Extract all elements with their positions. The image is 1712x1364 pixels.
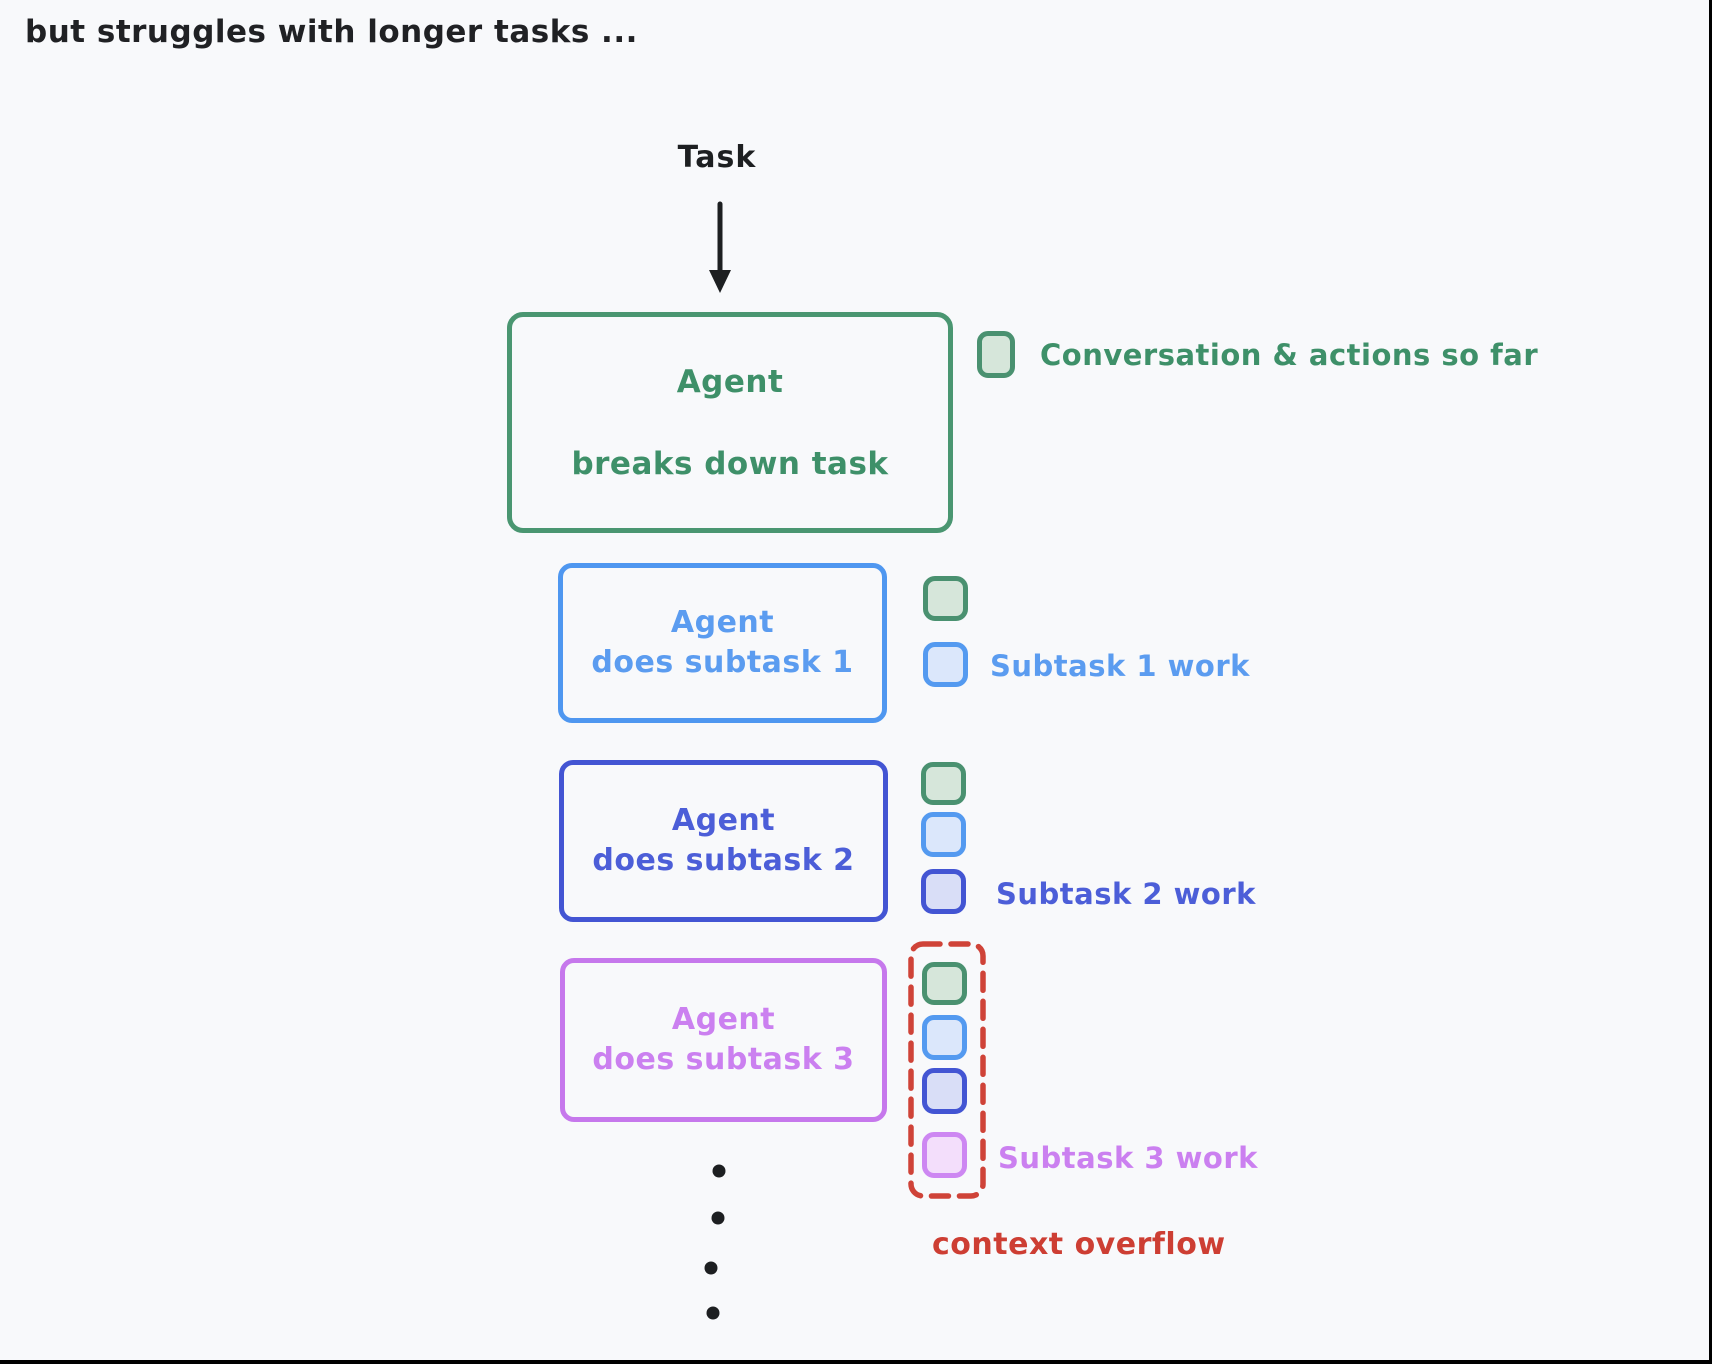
context-overflow-label: context overflow [932, 1227, 1226, 1262]
agent-subtask-2-box: Agent does subtask 2 [559, 760, 888, 922]
screen-edge-bottom [0, 1360, 1712, 1364]
subtask3-box-line2: does subtask 3 [592, 1042, 855, 1077]
subtask2-context-block-indigo-icon [921, 869, 966, 914]
subtask3-context-block-green-icon [922, 962, 967, 1005]
subtask1-box-line2: does subtask 1 [591, 645, 854, 680]
subtask1-context-block-green-icon [923, 576, 968, 621]
subtask2-box-line2: does subtask 2 [592, 843, 855, 878]
subtask2-context-block-green-icon [921, 762, 966, 805]
ellipsis-dot [704, 1261, 718, 1275]
subtask3-context-block-blue-icon [922, 1015, 967, 1060]
ellipsis-dot [711, 1211, 725, 1225]
context-overflow-dashed-frame [908, 941, 986, 1199]
screen-edge-right [1709, 0, 1712, 1364]
subtask3-work-label: Subtask 3 work [998, 1141, 1258, 1175]
agent-subtask-1-box: Agent does subtask 1 [558, 563, 887, 723]
subtask1-box-line1: Agent [670, 605, 775, 640]
down-arrow-icon [709, 201, 731, 293]
subtask3-box-line1: Agent [671, 1002, 776, 1037]
subtask1-work-label: Subtask 1 work [990, 649, 1250, 683]
agent-box-line1: Agent [676, 363, 784, 400]
ellipsis-dot [712, 1164, 726, 1178]
subtask2-context-block-blue-icon [921, 812, 966, 857]
subtask2-work-label: Subtask 2 work [996, 877, 1256, 911]
subtask1-context-block-blue-icon [923, 642, 968, 687]
legend-label: Conversation & actions so far [1040, 338, 1539, 372]
agent-box-line2: breaks down task [571, 445, 889, 482]
subtask3-context-block-indigo-icon [922, 1068, 967, 1114]
agent-breaks-down-task-box: Agent breaks down task [507, 312, 953, 533]
subtask3-context-block-purple-icon [922, 1132, 967, 1178]
agent-subtask-3-box: Agent does subtask 3 [560, 958, 887, 1122]
task-label: Task [677, 140, 757, 175]
ellipsis-dot [706, 1306, 720, 1320]
page-title: but struggles with longer tasks ... [25, 14, 638, 50]
conversation-block-icon [977, 331, 1015, 378]
subtask2-box-line1: Agent [671, 803, 776, 838]
